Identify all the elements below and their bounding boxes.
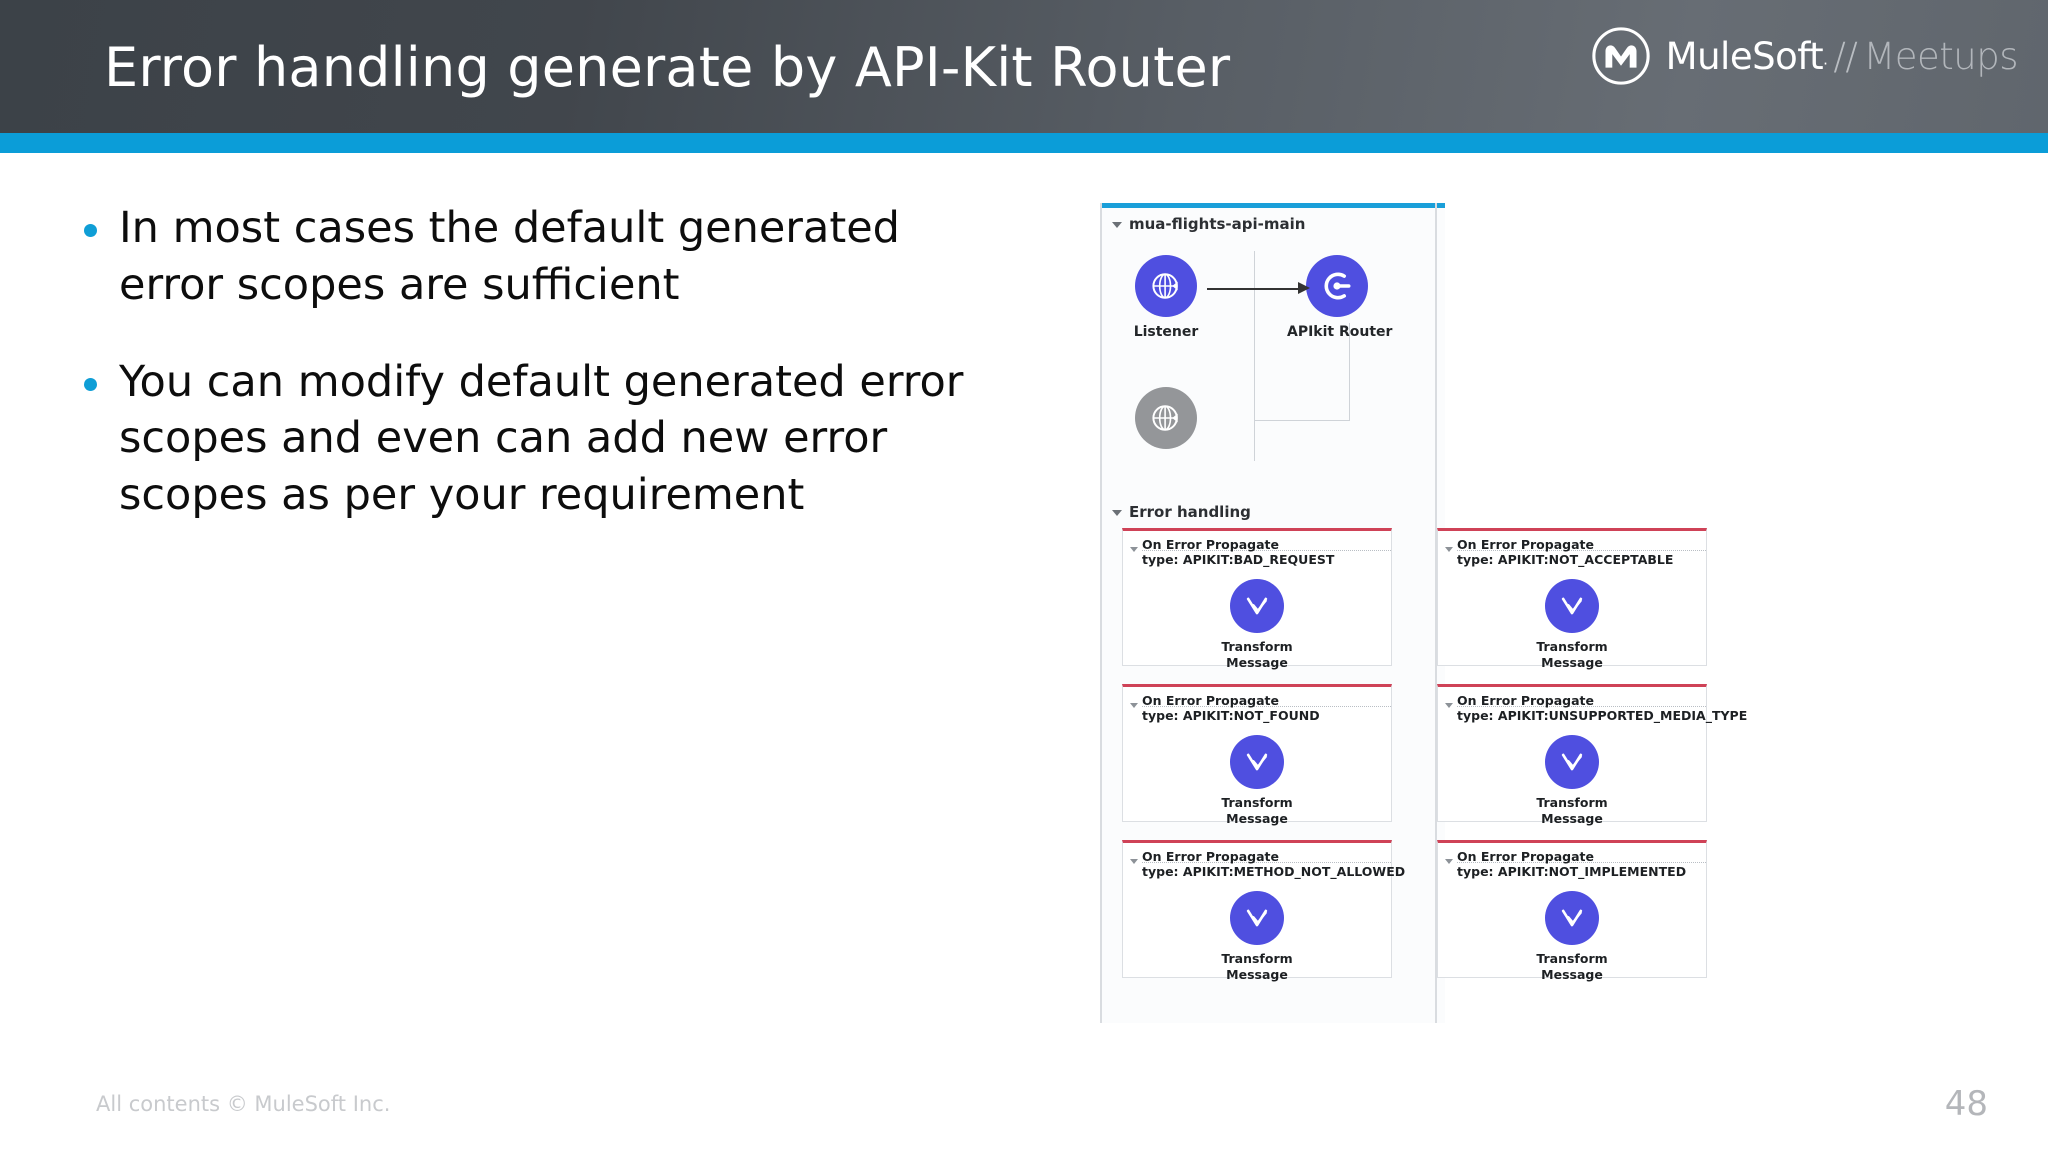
flow-guide-line (1254, 251, 1255, 461)
transform-message-icon (1545, 735, 1599, 789)
collapse-caret-icon[interactable] (1112, 509, 1122, 516)
list-item: In most cases the default generated erro… (84, 200, 964, 314)
card-dotted-divider (1457, 862, 1706, 863)
error-scope-type: type: APIKIT:NOT_ACCEPTABLE (1457, 552, 1674, 567)
transform-message-icon (1230, 579, 1284, 633)
apikit-router-icon (1306, 255, 1368, 317)
node-listener-label: Listener (1133, 324, 1199, 340)
footer-copyright: All contents © MuleSoft Inc. (96, 1092, 391, 1116)
bullet-dot-icon (84, 377, 97, 391)
flow-name-label: mua-flights-api-main (1112, 215, 1305, 233)
error-scope-type: type: APIKIT:NOT_IMPLEMENTED (1457, 864, 1687, 879)
error-scope-card[interactable]: On Error Propagate type: APIKIT:NOT_FOUN… (1122, 684, 1392, 826)
error-scope-title: On Error Propagate (1457, 693, 1594, 708)
node-transform-message[interactable]: Transform Message (1123, 735, 1391, 826)
card-dotted-divider (1457, 550, 1706, 551)
error-handling-text: Error handling (1129, 503, 1251, 521)
flow-panel-top-accent (1102, 203, 1445, 208)
error-scope-type: type: APIKIT:UNSUPPORTED_MEDIA_TYPE (1457, 708, 1748, 723)
globe-response-icon (1135, 387, 1197, 449)
node-listener-response[interactable] (1116, 387, 1216, 456)
transform-label-line1: Transform (1221, 951, 1293, 966)
flow-guide-line (1254, 420, 1349, 421)
bullet-list: In most cases the default generated erro… (84, 200, 964, 564)
card-dotted-divider (1142, 862, 1391, 863)
logo-wordmark: MuleSoft· // Meetups (1665, 34, 2019, 78)
error-scope-card[interactable]: On Error Propagate type: APIKIT:NOT_IMPL… (1437, 840, 1707, 982)
flow-guide-line (1349, 323, 1350, 421)
error-scope-card[interactable]: On Error Propagate type: APIKIT:NOT_ACCE… (1437, 528, 1707, 670)
collapse-caret-icon[interactable] (1130, 547, 1138, 552)
page-title: Error handling generate by API-Kit Route… (104, 36, 1231, 99)
transform-label-line2: Message (1541, 654, 1603, 670)
transform-label-line1: Transform (1221, 639, 1293, 654)
collapse-caret-icon[interactable] (1445, 859, 1453, 864)
transform-label-line2: Message (1226, 966, 1288, 982)
transform-label-line2: Message (1541, 966, 1603, 982)
error-scope-card[interactable]: On Error Propagate type: APIKIT:BAD_REQU… (1122, 528, 1392, 670)
error-scope-card[interactable]: On Error Propagate type: APIKIT:UNSUPPOR… (1437, 684, 1747, 826)
flow-arrow-head-icon (1298, 282, 1310, 294)
collapse-caret-icon[interactable] (1445, 703, 1453, 708)
bullet-text: In most cases the default generated erro… (119, 203, 900, 310)
page-number: 48 (1944, 1084, 1988, 1124)
bullet-text: You can modify default generated error s… (119, 356, 964, 521)
flow-name-text: mua-flights-api-main (1129, 215, 1306, 233)
mulesoft-meetups-logo: MuleSoft· // Meetups (1590, 26, 2018, 86)
transform-label-line2: Message (1226, 654, 1288, 670)
transform-label-line2: Message (1541, 810, 1603, 826)
node-apikit-router[interactable]: APIkit Router (1287, 255, 1393, 340)
node-transform-message[interactable]: Transform Message (1438, 891, 1706, 982)
transform-message-icon (1230, 891, 1284, 945)
transform-label-line1: Transform (1221, 795, 1293, 810)
error-scope-type: type: APIKIT:BAD_REQUEST (1142, 552, 1335, 567)
transform-message-icon (1545, 579, 1599, 633)
logo-product: Meetups (1863, 34, 2018, 78)
logo-separator: // (1833, 34, 1858, 78)
error-scope-type: type: APIKIT:NOT_FOUND (1142, 708, 1320, 723)
collapse-caret-icon[interactable] (1112, 221, 1122, 228)
card-dotted-divider (1457, 706, 1706, 707)
transform-message-icon (1545, 891, 1599, 945)
node-transform-message[interactable]: Transform Message (1438, 735, 1706, 826)
collapse-caret-icon[interactable] (1130, 859, 1138, 864)
mulesoft-m-icon (1590, 25, 1652, 87)
node-apikit-router-label: APIkit Router (1287, 324, 1393, 340)
logo-brand: MuleSoft (1665, 34, 1824, 78)
flow-arrow-line (1207, 288, 1302, 290)
card-dotted-divider (1142, 550, 1391, 551)
bullet-dot-icon (84, 224, 97, 237)
error-handling-section-label: Error handling (1112, 503, 1251, 521)
transform-label-line1: Transform (1536, 795, 1608, 810)
node-transform-message[interactable]: Transform Message (1123, 891, 1391, 982)
node-transform-message[interactable]: Transform Message (1123, 579, 1391, 670)
error-scope-title: On Error Propagate (1457, 849, 1594, 864)
mule-flow-diagram: mua-flights-api-main Listener (1100, 203, 1910, 1026)
list-item: You can modify default generated error s… (84, 354, 964, 524)
error-scope-type: type: APIKIT:METHOD_NOT_ALLOWED (1142, 864, 1406, 879)
transform-label-line1: Transform (1536, 639, 1608, 654)
collapse-caret-icon[interactable] (1130, 703, 1138, 708)
collapse-caret-icon[interactable] (1445, 547, 1453, 552)
header-accent-bar (0, 133, 2048, 153)
card-dotted-divider (1142, 706, 1391, 707)
error-scope-title: On Error Propagate (1142, 693, 1279, 708)
node-transform-message[interactable]: Transform Message (1438, 579, 1706, 670)
error-scope-title: On Error Propagate (1142, 537, 1279, 552)
panel-divider (1435, 203, 1437, 1023)
node-listener[interactable]: Listener (1116, 255, 1216, 340)
transform-label-line1: Transform (1536, 951, 1608, 966)
transform-label-line2: Message (1226, 810, 1288, 826)
error-scope-grid: On Error Propagate type: APIKIT:BAD_REQU… (1122, 528, 1912, 982)
transform-message-icon (1230, 735, 1284, 789)
globe-listener-icon (1135, 255, 1197, 317)
slide-header: Error handling generate by API-Kit Route… (0, 0, 2048, 133)
error-scope-title: On Error Propagate (1142, 849, 1279, 864)
error-scope-title: On Error Propagate (1457, 537, 1594, 552)
error-scope-card[interactable]: On Error Propagate type: APIKIT:METHOD_N… (1122, 840, 1405, 982)
logo-registered: · (1823, 54, 1828, 73)
